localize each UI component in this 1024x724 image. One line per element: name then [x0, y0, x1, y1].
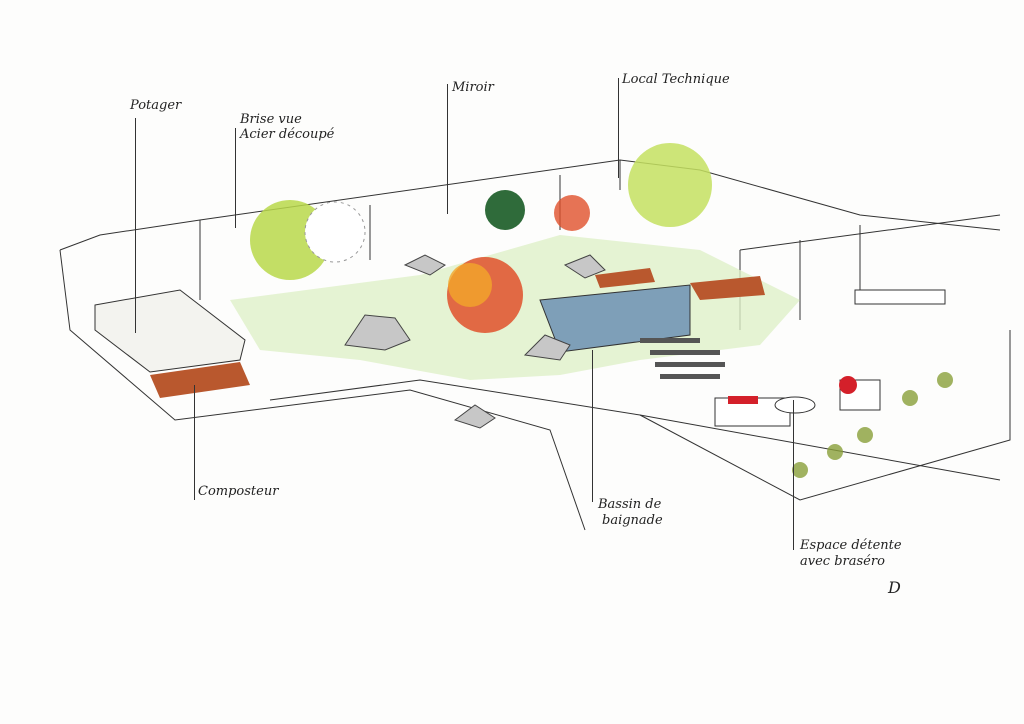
stepping-stones: [640, 338, 725, 379]
label-bassin-2: baignade: [602, 513, 663, 528]
label-espace-1: Espace détente: [800, 538, 902, 553]
tree-local-technique: [628, 143, 712, 227]
leader-line-miroir: [447, 84, 448, 214]
tree-red-back: [554, 195, 590, 231]
leader-line-composteur: [194, 385, 195, 500]
signature: D: [888, 578, 901, 597]
bonsai-pine: [485, 190, 525, 230]
label-bassin-1: Bassin de: [598, 497, 662, 512]
rocks: [344, 254, 606, 429]
leader-line-local-technique: [618, 78, 619, 178]
label-composteur: Composteur: [198, 484, 279, 499]
wall-posts: [199, 160, 621, 300]
label-brise-vue-2: Acier découpé: [240, 127, 335, 142]
pool-deck-right: [690, 276, 765, 300]
tree-outline: [304, 201, 366, 263]
vegetable-planter: [94, 289, 246, 373]
leader-line-potager: [135, 118, 136, 333]
grasses: [792, 372, 953, 478]
relax-area-outline: [639, 330, 1011, 501]
terrace-furniture: [714, 289, 946, 427]
swimming-pond: [539, 284, 691, 353]
label-brise-vue-1: Brise vue: [240, 112, 302, 127]
label-local-technique: Local Technique: [622, 72, 730, 87]
front-edge-line: [59, 249, 586, 531]
leader-line-bassin: [592, 350, 593, 502]
compost-deck: [150, 362, 250, 398]
back-wall-line: [59, 159, 1001, 251]
label-espace-2: avec braséro: [800, 554, 885, 569]
label-potager: Potager: [130, 98, 182, 113]
terrace-edge-line: [269, 379, 1001, 481]
leader-line-espace-detente: [793, 400, 794, 550]
label-miroir: Miroir: [452, 80, 494, 95]
cushions: [728, 376, 857, 404]
pool-deck-left: [595, 268, 655, 288]
leader-line-brise-vue: [235, 128, 236, 228]
